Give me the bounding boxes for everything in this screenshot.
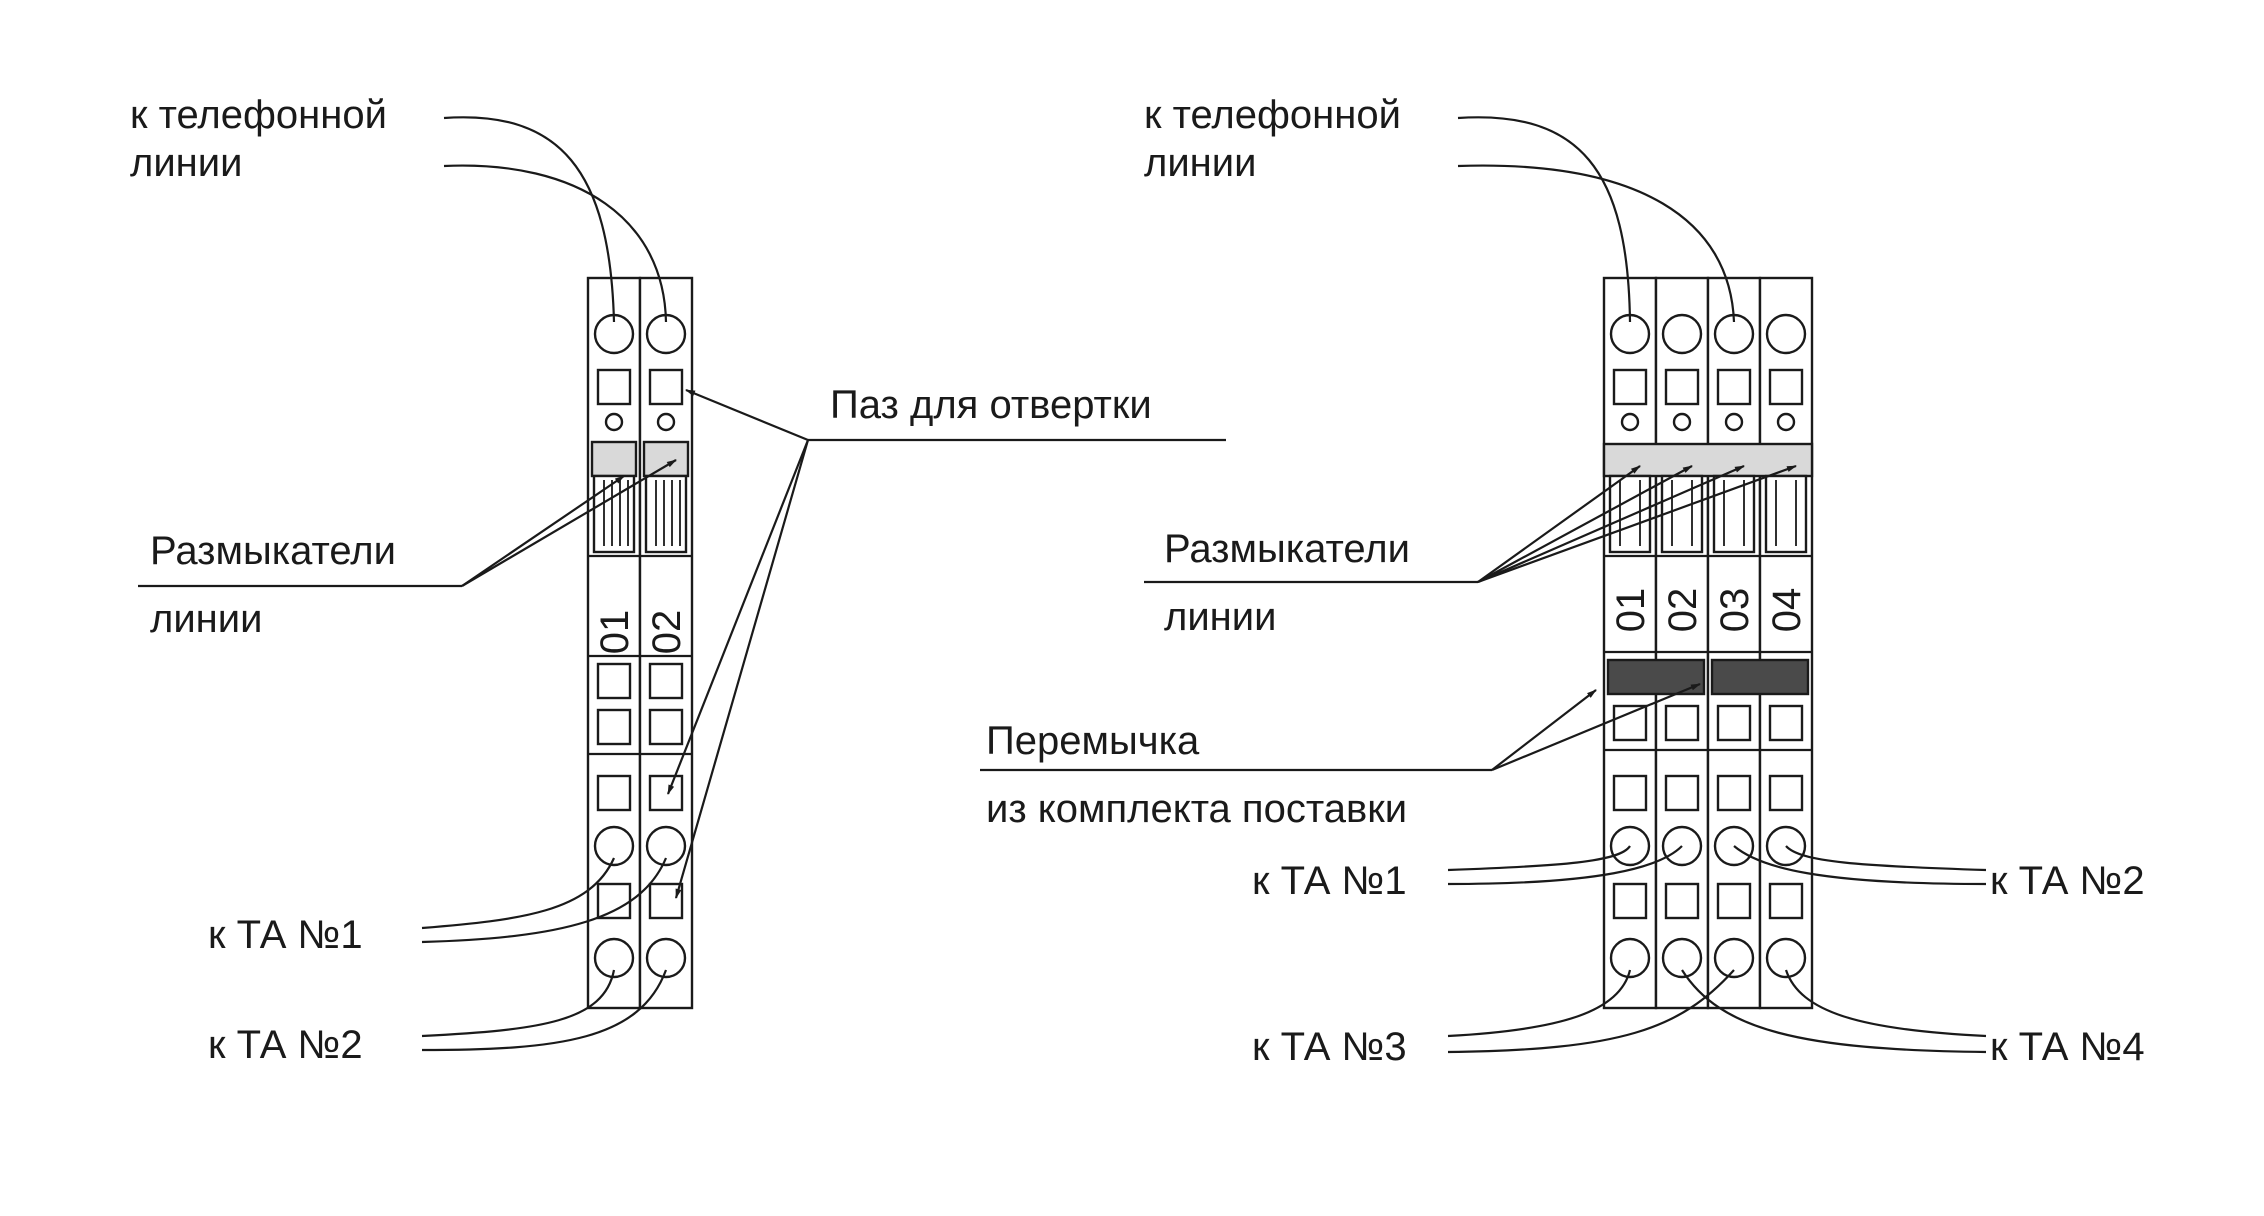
right-jumper-label-1: Перемычка	[986, 719, 1200, 763]
right-ta-terminal-08	[1765, 937, 1807, 979]
right-top-terminal-02	[1661, 313, 1703, 355]
left-ta1-wire-b	[421, 857, 668, 944]
left-phone-line-label-2: линии	[130, 141, 242, 185]
right-ta4-label: к ТА №4	[1990, 1025, 2145, 1069]
left-slot-arrow-1	[685, 388, 809, 442]
left-bridge-slot-04	[648, 708, 684, 746]
left-bridge-slot-03	[596, 708, 632, 746]
left-ta2-wire-a	[421, 969, 616, 1038]
left-ta1-wire-a	[421, 857, 616, 930]
left-phone-line-label-1: к телефонной	[130, 93, 387, 137]
left-ta-terminal-03	[593, 937, 635, 979]
right-jumper-2	[1710, 658, 1810, 696]
left-bridge-slot-01	[596, 662, 632, 700]
left-lower-slot-03	[596, 882, 632, 920]
left-assembly: 01 02 к телефонно	[130, 93, 1226, 1067]
right-ta4-wire-b	[1681, 969, 1987, 1054]
right-module-number-01: 01	[1609, 588, 1653, 633]
right-ta4-wire-a	[1784, 969, 1987, 1038]
left-breaker-02	[642, 440, 690, 554]
left-slot-01	[596, 368, 632, 406]
left-slot-arrow-3	[674, 439, 810, 899]
right-top-terminal-04	[1765, 313, 1807, 355]
right-module-number-03: 03	[1713, 588, 1757, 633]
left-breaker-arrow-2	[461, 459, 677, 587]
right-ta1-wire-b	[1447, 845, 1683, 886]
right-jumper-arrow-2	[1491, 682, 1701, 772]
right-line-wire-2	[1457, 164, 1736, 323]
right-assembly: 01 02 03 04	[980, 93, 2145, 1069]
right-ta2-label: к ТА №2	[1990, 859, 2145, 903]
left-module-number-02: 02	[645, 610, 689, 655]
right-ta2-wire-a	[1785, 845, 1987, 872]
right-ta3-wire-b	[1447, 969, 1735, 1054]
left-module-number-01: 01	[593, 610, 637, 655]
right-module-number-02: 02	[1661, 588, 1705, 633]
left-ta1-label: к ТА №1	[208, 913, 363, 957]
left-ta2-wire-b	[421, 969, 668, 1052]
left-ta-terminal-01	[593, 825, 635, 867]
right-ta3-label: к ТА №3	[1252, 1025, 1407, 1069]
left-slot-02	[648, 368, 684, 406]
right-jumper-label-2: из комплекта поставки	[986, 787, 1407, 831]
right-ta3-wire-a	[1447, 969, 1632, 1038]
right-line-wire-1	[1457, 116, 1632, 323]
right-ta-terminal-07	[1713, 937, 1755, 979]
left-ta2-label: к ТА №2	[208, 1023, 363, 1067]
left-ta-terminal-02	[645, 825, 687, 867]
left-lower-slot-02	[648, 774, 684, 812]
right-ta1-label: к ТА №1	[1252, 859, 1407, 903]
right-breakers-label-1: Размыкатели	[1164, 527, 1410, 571]
left-breakers-label-1: Размыкатели	[150, 529, 396, 573]
left-breaker-arrow-1	[461, 475, 625, 587]
left-test-hole-02	[656, 412, 676, 432]
left-lower-slot-04	[648, 882, 684, 920]
left-slot-arrow-2	[666, 439, 810, 795]
right-ta2-wire-b	[1733, 845, 1987, 886]
left-lower-slot-01	[596, 774, 632, 812]
right-ta-terminal-06	[1661, 937, 1703, 979]
right-breakers-label-2: линии	[1164, 595, 1276, 639]
left-line-wire-1	[443, 116, 616, 323]
left-bridge-slot-02	[648, 662, 684, 700]
right-ta1-wire-a	[1447, 845, 1631, 872]
right-phone-line-label-2: линии	[1144, 141, 1256, 185]
right-module-number-04: 04	[1765, 588, 1809, 633]
left-test-hole-01	[604, 412, 624, 432]
left-line-wire-2	[443, 164, 668, 323]
right-ta-terminal-05	[1609, 937, 1651, 979]
right-jumper-arrow-1	[1491, 689, 1597, 771]
right-phone-line-label-1: к телефонной	[1144, 93, 1401, 137]
left-breakers-label-2: линии	[150, 597, 262, 641]
left-slot-label: Паз для отвертки	[830, 383, 1152, 427]
left-ta-terminal-04	[645, 937, 687, 979]
